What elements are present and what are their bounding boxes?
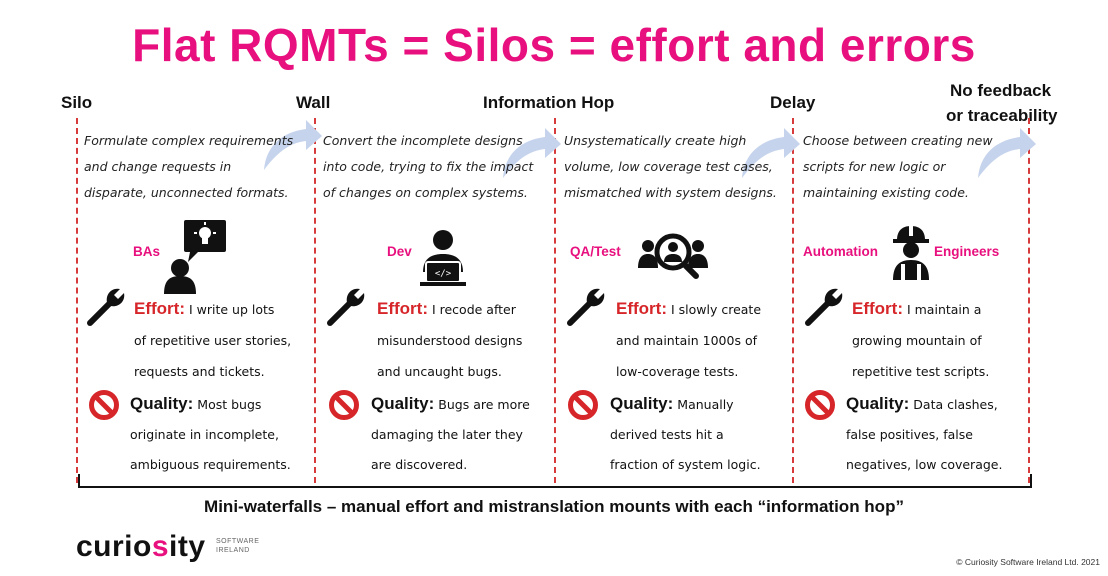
- description-line: mismatched with system designs.: [564, 185, 777, 200]
- stage-information-hop-label: Information Hop: [483, 93, 615, 112]
- role-engineers-label: Engineers: [934, 244, 1000, 259]
- column-qa-description: Unsystematically create high volume, low…: [564, 128, 777, 206]
- curved-arrow-icon: [978, 128, 1036, 178]
- effort-text: growing mountain of: [852, 333, 982, 348]
- curiosity-logo: curiosity: [76, 530, 206, 564]
- logo-subtitle-line: SOFTWARE: [216, 538, 260, 545]
- wrench-icon: [567, 288, 605, 326]
- role-automation-label: Automation: [803, 244, 878, 259]
- quality-text: Data clashes,: [913, 397, 998, 412]
- quality-text: Most bugs: [197, 397, 262, 412]
- logo-subtitle: SOFTWARE IRELAND: [216, 537, 259, 555]
- slide-title: Flat RQMTs = Silos = effort and errors: [132, 19, 976, 71]
- stage-delay-label: Delay: [770, 93, 816, 112]
- developer-laptop-icon: </>: [420, 230, 466, 286]
- description-line: Choose between creating new: [803, 133, 993, 148]
- column-automation-description: Choose between creating new scripts for …: [803, 128, 993, 206]
- effort-text: I maintain a: [906, 302, 982, 317]
- quality-text: are discovered.: [371, 457, 468, 472]
- effort-label: Effort:: [852, 299, 903, 318]
- logo-text: curio: [76, 530, 152, 563]
- description-line: Formulate complex requirements: [84, 133, 294, 148]
- prohibited-icon: [568, 390, 598, 420]
- effort-text: I recode after: [431, 302, 516, 317]
- summary-footer: Mini-waterfalls – manual effort and mist…: [204, 497, 904, 516]
- role-dev-label: Dev: [387, 244, 412, 259]
- divider-wall: [314, 118, 316, 483]
- effort-text: requests and tickets.: [134, 364, 265, 379]
- effort-text: misunderstood designs: [377, 333, 523, 348]
- prohibited-icon: [805, 390, 835, 420]
- wrench-icon: [805, 288, 843, 326]
- divider-silo: [76, 118, 78, 483]
- stage-wall-label: Wall: [296, 93, 331, 112]
- quality-text: Bugs are more: [438, 397, 530, 412]
- quality-text: derived tests hit a: [610, 427, 724, 442]
- quality-label: Quality:: [610, 394, 674, 413]
- quality-text: Manually: [677, 397, 734, 412]
- column-automation-effort: Effort: I maintain a growing mountain of…: [852, 293, 989, 387]
- effort-label: Effort:: [616, 299, 667, 318]
- effort-text: of repetitive user stories,: [134, 333, 292, 348]
- stage-no-feedback-line1: No feedback: [950, 81, 1052, 100]
- quality-text: damaging the later they: [371, 427, 523, 442]
- quality-text: fraction of system logic.: [610, 457, 761, 472]
- wrench-icon: [87, 288, 125, 326]
- logo-text-accent: s: [151, 530, 170, 563]
- column-automation-quality: Quality: Data clashes, false positives, …: [846, 389, 1002, 480]
- divider-information-hop: [554, 118, 556, 483]
- curved-arrow-icon: [742, 128, 800, 178]
- logo-subtitle-line: IRELAND: [216, 547, 250, 554]
- description-line: scripts for new logic or: [803, 159, 946, 174]
- column-ba-description: Formulate complex requirements and chang…: [84, 128, 293, 206]
- quality-text: false positives, false: [846, 427, 973, 442]
- effort-text: repetitive test scripts.: [852, 364, 990, 379]
- column-dev-quality: Quality: Bugs are more damaging the late…: [371, 389, 530, 480]
- description-line: Unsystematically create high: [564, 133, 747, 148]
- effort-label: Effort:: [134, 299, 185, 318]
- effort-text: I write up lots: [188, 302, 275, 317]
- curved-arrow-icon: [503, 128, 561, 178]
- effort-text: and uncaught bugs.: [377, 364, 502, 379]
- role-qa-label: QA/Test: [570, 244, 621, 259]
- description-line: into code, trying to fix the impact: [323, 159, 534, 174]
- column-qa-quality: Quality: Manually derived tests hit a fr…: [610, 389, 761, 480]
- description-line: of changes on complex systems.: [323, 185, 528, 200]
- description-line: Convert the incomplete designs: [323, 133, 523, 148]
- effort-text: I slowly create: [670, 302, 762, 317]
- divider-delay: [792, 118, 794, 483]
- column-ba-effort: Effort: I write up lots of repetitive us…: [134, 293, 291, 387]
- summary-bracket: [78, 474, 1032, 488]
- column-dev-description: Convert the incomplete designs into code…: [323, 128, 533, 206]
- ba-idea-icon: [164, 220, 226, 294]
- qa-team-search-icon: [638, 233, 708, 279]
- quality-label: Quality:: [130, 394, 194, 413]
- curved-arrow-icon: [264, 120, 322, 170]
- divider-no-feedback: [1028, 118, 1030, 483]
- copyright-notice: © Curiosity Software Ireland Ltd. 2021: [956, 557, 1100, 567]
- effort-text: and maintain 1000s of: [616, 333, 757, 348]
- description-line: disparate, unconnected formats.: [84, 185, 289, 200]
- logo-text: ity: [169, 530, 206, 563]
- description-line: maintaining existing code.: [803, 185, 969, 200]
- description-line: and change requests in: [84, 159, 232, 174]
- effort-label: Effort:: [377, 299, 428, 318]
- svg-text:</>: </>: [435, 269, 452, 279]
- quality-text: originate in incomplete,: [130, 427, 279, 442]
- column-ba-quality: Quality: Most bugs originate in incomple…: [130, 389, 291, 480]
- role-ba-label: BAs: [133, 244, 161, 259]
- quality-text: negatives, low coverage.: [846, 457, 1003, 472]
- wrench-icon: [327, 288, 365, 326]
- quality-text: ambiguous requirements.: [130, 457, 291, 472]
- effort-text: low-coverage tests.: [616, 364, 739, 379]
- column-qa-effort: Effort: I slowly create and maintain 100…: [616, 293, 761, 387]
- prohibited-icon: [89, 390, 119, 420]
- stage-silo-label: Silo: [61, 93, 93, 112]
- quality-label: Quality:: [846, 394, 910, 413]
- engineer-hardhat-icon: [893, 226, 929, 280]
- description-line: volume, low coverage test cases,: [564, 159, 773, 174]
- prohibited-icon: [329, 390, 359, 420]
- column-dev-effort: Effort: I recode after misunderstood des…: [377, 293, 522, 387]
- quality-label: Quality:: [371, 394, 435, 413]
